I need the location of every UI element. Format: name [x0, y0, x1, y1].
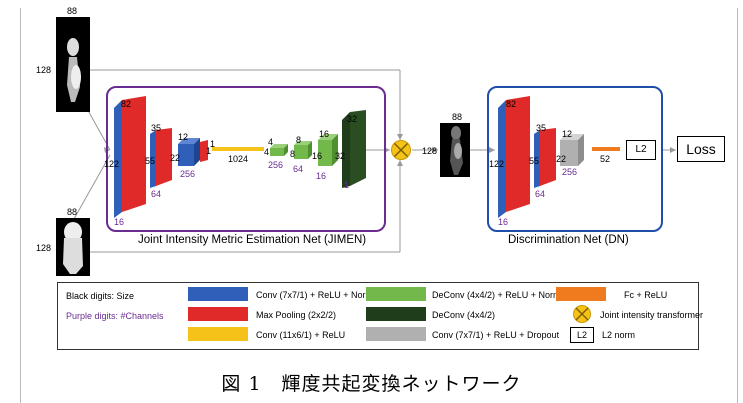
legend-swatch-fc — [556, 287, 606, 301]
jimen-b3-pool: 1 — [206, 146, 212, 156]
joint-intensity-transformer-icon — [391, 140, 411, 160]
jimen-dc2-b: 8 — [290, 149, 296, 159]
dn-b3-ch: 256 — [562, 167, 578, 177]
jimen-deconv2 — [294, 141, 312, 159]
legend-swatch-deconv — [366, 307, 426, 321]
legend-label-l2: L2 norm — [602, 330, 636, 340]
dn-fc-bar — [592, 147, 620, 151]
legend-swatch-conv — [188, 287, 248, 301]
figure-caption: 図 1 輝度共起変換ネットワーク — [221, 373, 522, 395]
jimen-dc1-a: 4 — [268, 137, 274, 147]
jimen-b1-h: 82 — [121, 99, 132, 109]
dn-b2-ch: 64 — [535, 189, 546, 199]
jimen-fc-bar — [212, 147, 264, 151]
legend-label-transformer: Joint intensity transformer — [600, 310, 704, 320]
transformed-image — [440, 123, 470, 177]
dn-block3 — [560, 134, 584, 166]
legend-l2-box: L2 — [570, 327, 594, 343]
jimen-b2-w: 55 — [145, 156, 156, 166]
dn-b1-h: 82 — [506, 99, 517, 109]
dn-b2-w: 55 — [529, 156, 540, 166]
legend-label-conv: Conv (7x7/1) + ReLU + Norm — [256, 290, 374, 300]
legend-label-deconv-norm: DeConv (4x4/2) + ReLU + Norm — [432, 290, 561, 300]
transformed-width: 88 — [452, 112, 463, 122]
legend-swatch-conv-dropout — [366, 327, 426, 341]
jimen-dc3-b: 16 — [312, 151, 323, 161]
legend-label-deconv: DeConv (4x4/2) — [432, 310, 496, 320]
dn-b1-ch: 16 — [498, 217, 509, 227]
input-bottom-width: 88 — [67, 207, 78, 217]
legend: Black digits: Size Purple digits: #Chann… — [57, 282, 703, 350]
jimen-fc-in: 1 — [210, 139, 216, 149]
dn-b3-h: 12 — [562, 129, 573, 139]
legend-label-conv-dropout: Conv (7x7/1) + ReLU + Dropout — [432, 330, 560, 340]
input-top-width: 88 — [67, 6, 78, 16]
dn-block1 — [498, 96, 530, 218]
jimen-b2-h: 35 — [151, 123, 162, 133]
dn-box — [487, 86, 663, 232]
jimen-b2-ch: 64 — [151, 189, 162, 199]
dn-b2-h: 35 — [536, 123, 547, 133]
jimen-fc-len: 1024 — [228, 154, 249, 164]
jimen-title: Joint Intensity Metric Estimation Net (J… — [138, 234, 367, 246]
dn-fc-len: 52 — [600, 154, 611, 164]
jimen-b3-h: 12 — [178, 132, 189, 142]
input-bottom-height: 128 — [36, 243, 52, 253]
jimen-b3-w: 22 — [170, 153, 181, 163]
jimen-dc4-ch: 1 — [344, 180, 350, 190]
jimen-dc4-b: 32 — [335, 151, 346, 161]
legend-swatch-deconv-norm — [366, 287, 426, 301]
legend-label-fc: Fc + ReLU — [624, 290, 668, 300]
jimen-deconv3 — [318, 134, 338, 166]
jimen-deconv4 — [342, 110, 366, 188]
jimen-b1-ch: 16 — [114, 217, 125, 227]
legend-label-conv-11x6: Conv (11x6/1) + ReLU — [256, 330, 346, 340]
transformed-height: 128 — [422, 146, 438, 156]
jimen-dc2-a: 8 — [296, 135, 302, 145]
jimen-dc3-a: 16 — [319, 129, 330, 139]
dn-b1-w: 122 — [489, 159, 505, 169]
jimen-dc1-ch: 256 — [268, 160, 284, 170]
legend-swatch-conv-11x6 — [188, 327, 248, 341]
loss-box: Loss — [677, 136, 725, 162]
jimen-block3 — [178, 138, 208, 166]
input-top-height: 128 — [36, 65, 52, 75]
legend-purple-digits: Purple digits: #Channels — [66, 311, 164, 321]
dn-b3-w: 22 — [556, 154, 567, 164]
legend-transformer-icon — [573, 305, 591, 323]
dn-block2 — [534, 128, 556, 188]
jimen-box — [106, 86, 386, 232]
legend-label-maxpool: Max Pooling (2x2/2) — [256, 310, 337, 320]
figure-border — [20, 8, 738, 403]
jimen-dc4-a: 32 — [347, 114, 358, 124]
jimen-dc1-b: 4 — [264, 147, 270, 157]
jimen-block2 — [150, 128, 172, 188]
legend-black-digits: Black digits: Size — [66, 291, 135, 301]
jimen-block1 — [114, 96, 146, 218]
dn-l2-box: L2 — [626, 140, 656, 160]
jimen-dc2-ch: 64 — [293, 164, 304, 174]
jimen-b1-w: 122 — [104, 159, 120, 169]
input-bottom-image — [56, 218, 90, 276]
dn-title: Discrimination Net (DN) — [508, 234, 629, 246]
input-top-image — [56, 17, 90, 112]
jimen-deconv1 — [270, 144, 288, 156]
legend-swatch-maxpool — [188, 307, 248, 321]
jimen-b3-ch: 256 — [180, 169, 196, 179]
jimen-dc3-ch: 16 — [316, 171, 327, 181]
